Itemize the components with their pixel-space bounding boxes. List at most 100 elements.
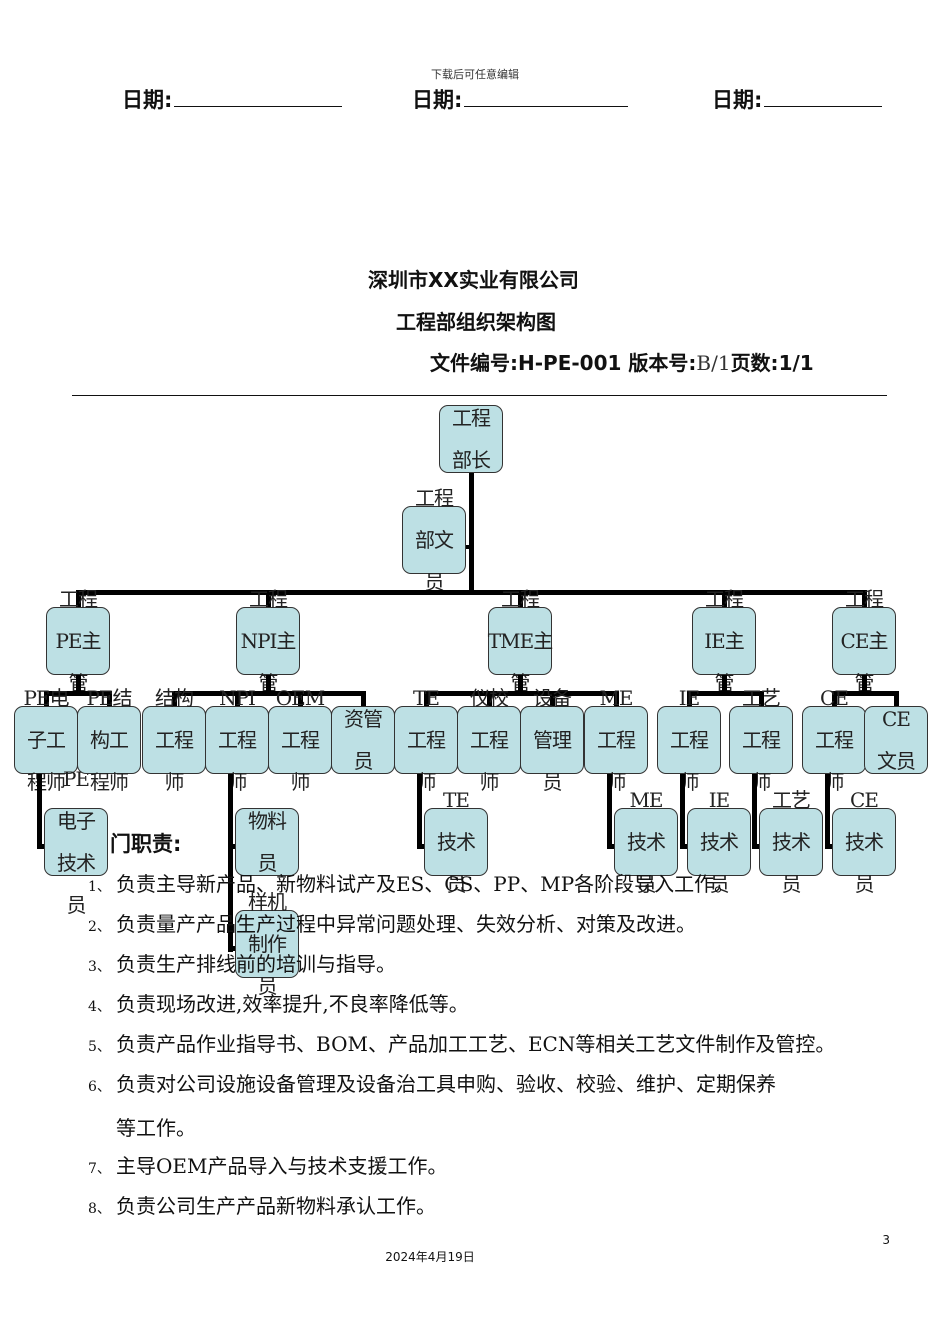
- sub-staff-box-tme-0-0[interactable]: [424, 808, 488, 876]
- manager-box-tme-label: 工程 TME主 管: [487, 587, 553, 695]
- staff-drop-line: [832, 691, 837, 709]
- staff-drop-line: [172, 691, 177, 709]
- manager-box-ce-label: 工程 CE主 管: [840, 587, 889, 695]
- date-label: 日期:: [712, 88, 763, 112]
- sub-staff-box-ie-1-0[interactable]: [759, 808, 823, 876]
- sub-staff-box-npi-1-1[interactable]: [235, 910, 299, 978]
- staff-drop-line: [487, 691, 492, 709]
- duty-text: 负责现场改进,效率提升,不良率降低等。: [116, 992, 469, 1016]
- staff-box-ce-1[interactable]: [864, 706, 928, 774]
- sub-staff-box-npi-1-0[interactable]: [235, 808, 299, 876]
- manager-drop-line: [722, 590, 727, 610]
- date-input-line[interactable]: [174, 86, 343, 107]
- date-input-line[interactable]: [764, 86, 883, 107]
- assistant-connector-line: [462, 545, 472, 549]
- staff-box-ie-1[interactable]: [729, 706, 793, 774]
- staff-trunk-line: [722, 675, 727, 695]
- sub-staff-box-tme-3-0[interactable]: [614, 808, 678, 876]
- duty-item: 8、负责公司生产产品新物料承认工作。: [88, 1186, 436, 1229]
- staff-bus-line: [687, 691, 764, 696]
- company-name: 深圳市XX实业有限公司: [368, 268, 579, 292]
- staff-drop-line: [298, 691, 303, 709]
- duty-number: 5、: [88, 1039, 111, 1055]
- staff-box-tme-2-label: 设备 管理 员: [533, 686, 572, 794]
- department-clerk-box-label: 工程 部文 员: [415, 486, 454, 594]
- sub-trunk-line: [752, 774, 757, 844]
- sub-staff-box-ie-1-0-label: 工艺 技术 员: [772, 788, 811, 896]
- staff-box-pe-0[interactable]: [14, 706, 78, 774]
- staff-box-tme-1[interactable]: [457, 706, 521, 774]
- duty-text: 负责对公司设施设备管理及设备治工具申购、验收、校验、维护、定期保养: [116, 1072, 776, 1096]
- duty-item: 5、负责产品作业指导书、BOM、产品加工工艺、ECN等相关工艺文件制作及管控。: [88, 1024, 835, 1067]
- staff-drop-line: [361, 691, 366, 709]
- staff-bus-line: [424, 691, 619, 696]
- duty-item: 7、主导OEM产品导入与技术支援工作。: [88, 1146, 447, 1189]
- staff-box-pe-0-label: PE电 子工 程师: [23, 686, 69, 794]
- sub-staff-box-tme-3-0-label: ME 技术 员: [627, 788, 666, 896]
- staff-box-ie-1-label: 工艺 工程 师: [742, 686, 781, 794]
- staff-box-npi-2-label: OEM 工程 师: [275, 686, 325, 794]
- department-clerk-box[interactable]: [402, 506, 466, 574]
- date-field-1[interactable]: 日期:: [122, 84, 343, 114]
- version: B/1: [696, 351, 731, 375]
- manager-drop-line: [862, 590, 867, 610]
- staff-box-pe-1[interactable]: [77, 706, 141, 774]
- sub-trunk-line: [417, 774, 422, 844]
- duty-text: 负责产品作业指导书、BOM、产品加工工艺、ECN等相关工艺文件制作及管控。: [116, 1032, 836, 1056]
- sub-staff-box-ce-0-0[interactable]: [832, 808, 896, 876]
- duty-item: 4、负责现场改进,效率提升,不良率降低等。: [88, 984, 469, 1027]
- duty-text: 负责生产排线前的培训与指导。: [116, 952, 396, 976]
- file-no-label: 文件编号:: [430, 351, 518, 375]
- sub-staff-box-pe-0-0[interactable]: [44, 808, 108, 876]
- sub-trunk-line: [37, 774, 42, 844]
- duty-number: 7、: [88, 1161, 111, 1177]
- manager-box-pe[interactable]: [46, 607, 110, 675]
- duty-number: 1、: [88, 879, 111, 895]
- staff-box-npi-1[interactable]: [205, 706, 269, 774]
- duty-number: 4、: [88, 999, 111, 1015]
- staff-box-npi-1-label: NPI 工程 师: [218, 686, 257, 794]
- sub-staff-box-npi-1-1-label: 样机 制作 员: [248, 890, 287, 998]
- duty-number: 2、: [88, 919, 111, 935]
- header-note: 下载后可任意编辑: [431, 68, 519, 81]
- staff-drop-line: [550, 691, 555, 709]
- manager-box-tme[interactable]: [488, 607, 552, 675]
- staff-box-ce-0[interactable]: [802, 706, 866, 774]
- staff-trunk-line: [76, 675, 81, 695]
- staff-box-tme-0[interactable]: [394, 706, 458, 774]
- pages: 1/1: [778, 351, 814, 375]
- duty-text-continued: 等工作。: [116, 1116, 196, 1140]
- staff-box-npi-0-label: 结构 工程 师: [155, 686, 194, 794]
- manager-bus-line: [76, 590, 867, 595]
- staff-box-npi-3-label: 资管 员: [344, 707, 383, 773]
- manager-box-ce[interactable]: [832, 607, 896, 675]
- manager-box-ie[interactable]: [692, 607, 756, 675]
- duty-text: 主导OEM产品导入与技术支援工作。: [116, 1154, 448, 1178]
- staff-box-ie-0[interactable]: [657, 706, 721, 774]
- staff-box-tme-2[interactable]: [520, 706, 584, 774]
- date-field-3[interactable]: 日期:: [712, 84, 883, 114]
- duties-heading: 门职责:: [110, 832, 182, 856]
- pages-label: 页数:: [730, 351, 779, 375]
- department-head-box[interactable]: [439, 405, 503, 473]
- manager-drop-line: [76, 590, 81, 610]
- duty-number: 3、: [88, 959, 111, 975]
- sub-trunk-line: [228, 774, 233, 952]
- manager-drop-line: [518, 590, 523, 610]
- sub-staff-box-ie-0-0[interactable]: [687, 808, 751, 876]
- version-label: 版本号:: [628, 351, 697, 375]
- staff-drop-line: [235, 691, 240, 709]
- date-label: 日期:: [412, 88, 463, 112]
- sub-trunk-line: [825, 774, 830, 844]
- sub-staff-box-ce-0-0-label: CE 技术 员: [845, 788, 884, 896]
- date-field-2[interactable]: 日期:: [412, 84, 629, 114]
- staff-drop-line: [107, 691, 112, 709]
- staff-trunk-line: [266, 675, 271, 695]
- duty-item: 1、负责主导新产品、新物料试产及ES、CS、PP、MP各阶段导入工作。: [88, 864, 734, 907]
- sub-trunk-line: [607, 774, 612, 844]
- staff-box-tme-3[interactable]: [584, 706, 648, 774]
- manager-box-npi[interactable]: [236, 607, 300, 675]
- staff-drop-line: [614, 691, 619, 709]
- date-input-line[interactable]: [464, 86, 629, 107]
